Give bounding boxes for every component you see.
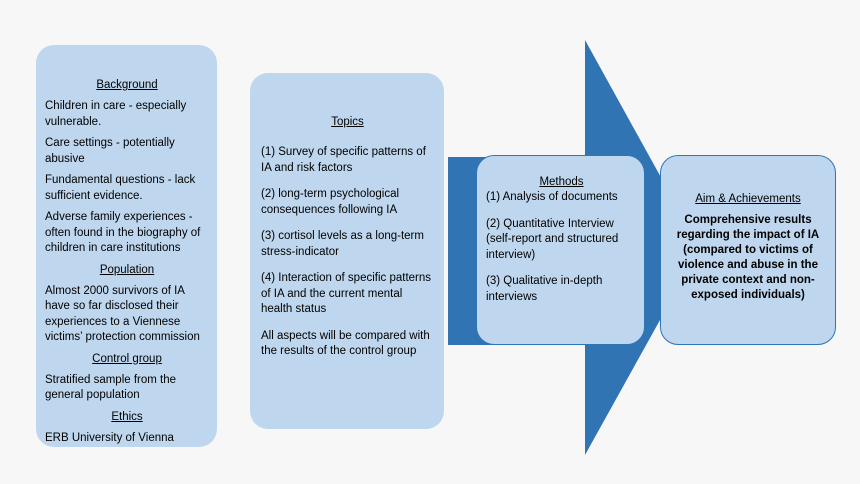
methods-card: Methods (1) Analysis of documents (2) Qu… <box>476 155 645 345</box>
methods-item-3: (3) Qualitative in-depth interviews <box>486 275 603 303</box>
topics-note: All aspects will be compared with the re… <box>261 329 430 358</box>
aim-and-achievements-card: Aim & Achievements Comprehensive results… <box>660 155 836 345</box>
methods-item-1: (1) Analysis of documents <box>486 191 618 203</box>
topics-item-2: (2) long-term psychological consequences… <box>261 188 400 216</box>
aim-body: Comprehensive results regarding the impa… <box>676 214 820 301</box>
background-point-1: Children in care - especially vulnerable… <box>45 100 187 128</box>
topics-item-3: (3) cortisol levels as a long-term stres… <box>261 230 424 258</box>
background-point-3: Fundamental questions - lack sufficient … <box>45 174 196 202</box>
ethics-text: ERB University of Vienna <box>45 431 174 444</box>
topics-card: Topics (1) Survey of specific patterns o… <box>250 73 444 429</box>
control-group-text: Stratified sample from the general popul… <box>45 373 177 402</box>
background-point-2: Care settings - potentially abusive <box>45 137 175 165</box>
methods-heading: Methods <box>539 176 584 188</box>
aim-heading: Aim & Achievements <box>695 193 801 205</box>
control-group-heading: Control group <box>92 352 162 365</box>
ethics-heading: Ethics <box>111 410 143 423</box>
background-point-4: Adverse family experiences - often found… <box>45 211 201 254</box>
background-card: Background Children in care - especially… <box>36 45 217 447</box>
topics-item-1: (1) Survey of specific patterns of IA an… <box>261 146 426 174</box>
topics-heading: Topics <box>331 116 364 128</box>
background-heading: Background <box>96 79 158 91</box>
methods-item-2: (2) Quantitative Interview (self-report … <box>486 217 619 261</box>
population-heading: Population <box>99 263 155 276</box>
topics-item-4: (4) Interaction of specific patterns of … <box>261 272 432 315</box>
population-text: Almost 2000 survivors of IA have so far … <box>45 284 200 344</box>
